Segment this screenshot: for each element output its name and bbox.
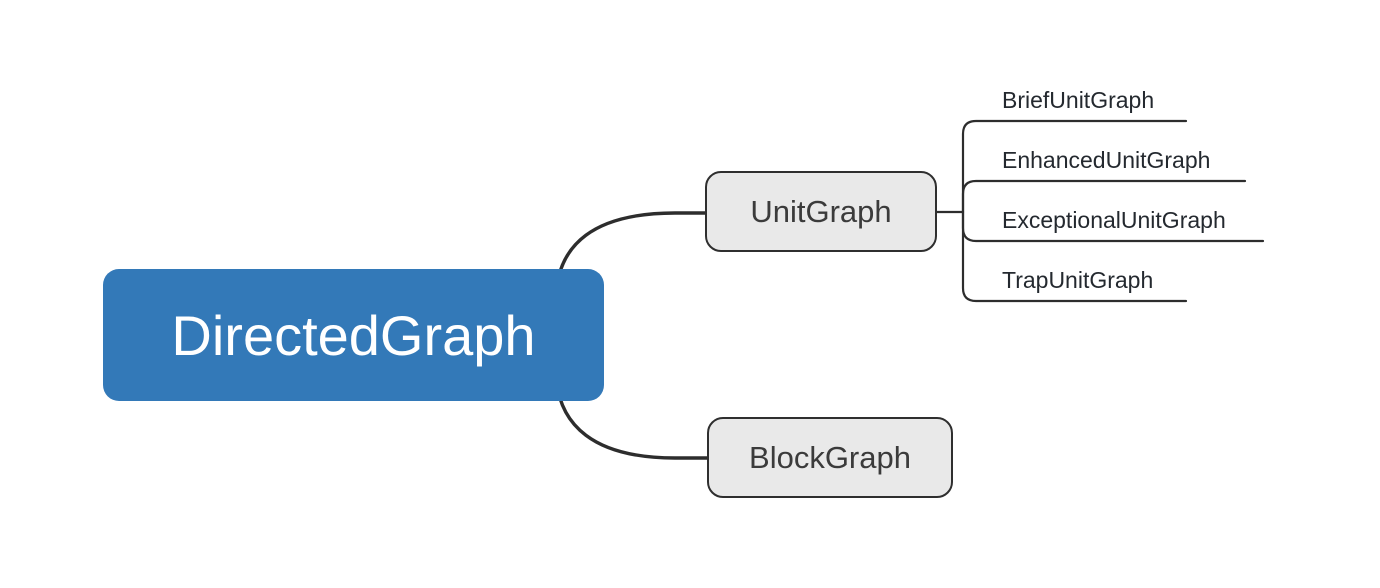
node-trapunitgraph-label: TrapUnitGraph: [1002, 267, 1154, 293]
edge-unitgraph-to-briefunitgraph: [961, 119, 1188, 214]
edge-unitgraph-to-trapunitgraph: [961, 210, 1188, 303]
edge-unitgraph-to-enhancedunitgraph: [961, 179, 1247, 214]
node-blockgraph[interactable]: BlockGraph: [707, 417, 953, 498]
node-briefunitgraph[interactable]: BriefUnitGraph: [1002, 85, 1154, 115]
node-exceptionalunitgraph[interactable]: ExceptionalUnitGraph: [1002, 205, 1226, 235]
node-enhancedunitgraph-label: EnhancedUnitGraph: [1002, 147, 1211, 173]
node-briefunitgraph-label: BriefUnitGraph: [1002, 87, 1155, 113]
node-unitgraph-label: UnitGraph: [750, 193, 892, 229]
node-trapunitgraph[interactable]: TrapUnitGraph: [1002, 265, 1153, 295]
node-exceptionalunitgraph-label: ExceptionalUnitGraph: [1002, 207, 1226, 233]
node-unitgraph[interactable]: UnitGraph: [705, 171, 937, 252]
node-directedgraph[interactable]: DirectedGraph: [103, 269, 604, 401]
node-enhancedunitgraph[interactable]: EnhancedUnitGraph: [1002, 145, 1210, 175]
node-blockgraph-label: BlockGraph: [749, 439, 911, 475]
node-directedgraph-label: DirectedGraph: [171, 303, 536, 367]
